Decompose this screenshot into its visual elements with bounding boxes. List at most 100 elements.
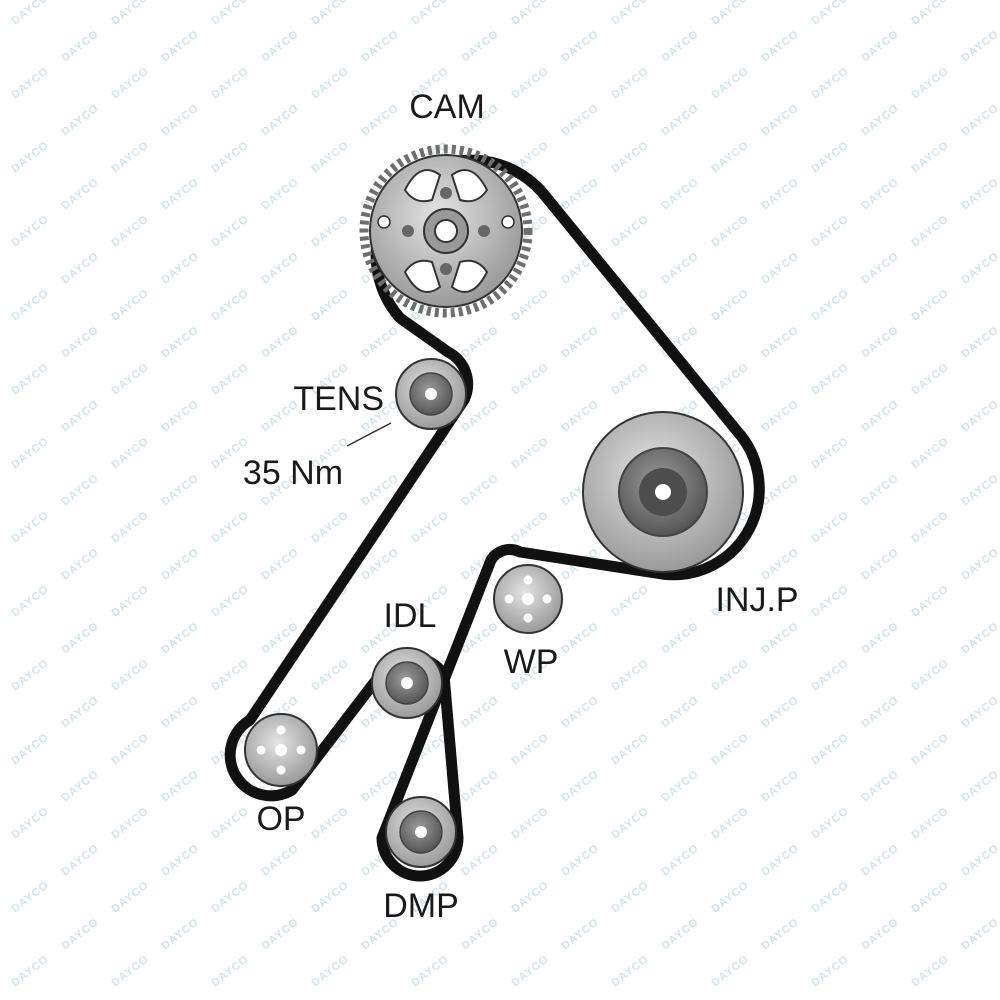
watermark-text: DAYCO <box>809 805 851 841</box>
watermark-text: DAYCO <box>9 657 51 693</box>
watermark-text: DAYCO <box>109 213 151 249</box>
watermark-text: DAYCO <box>659 176 701 212</box>
watermark-text: DAYCO <box>859 250 901 286</box>
watermark-text: DAYCO <box>959 324 1000 360</box>
watermark-text: DAYCO <box>909 65 951 101</box>
watermark-text: DAYCO <box>409 509 451 545</box>
oil-pump-label: OP <box>256 800 305 838</box>
watermark-text: DAYCO <box>209 953 251 989</box>
idler-label: IDL <box>384 597 437 635</box>
watermark-text: DAYCO <box>159 102 201 138</box>
watermark-text: DAYCO <box>759 694 801 730</box>
watermark-text: DAYCO <box>159 620 201 656</box>
watermark-text: DAYCO <box>109 879 151 915</box>
watermark-text: DAYCO <box>559 324 601 360</box>
watermark-text: DAYCO <box>909 361 951 397</box>
watermark-text: DAYCO <box>59 176 101 212</box>
watermark-text: DAYCO <box>259 546 301 582</box>
watermark-text: DAYCO <box>159 472 201 508</box>
watermark-text: DAYCO <box>909 805 951 841</box>
watermark-text: DAYCO <box>759 620 801 656</box>
watermark-text: DAYCO <box>809 139 851 175</box>
watermark-text: DAYCO <box>509 287 551 323</box>
watermark-text: DAYCO <box>59 324 101 360</box>
watermark-text: DAYCO <box>859 324 901 360</box>
watermark-text: DAYCO <box>559 28 601 64</box>
watermark-text: DAYCO <box>209 139 251 175</box>
watermark-text: DAYCO <box>759 398 801 434</box>
watermark-text: DAYCO <box>959 916 1000 952</box>
watermark-text: DAYCO <box>159 324 201 360</box>
watermark-text: DAYCO <box>509 435 551 471</box>
watermark-text: DAYCO <box>309 139 351 175</box>
watermark-text: DAYCO <box>609 139 651 175</box>
watermark-text: DAYCO <box>709 139 751 175</box>
watermark-text: DAYCO <box>9 0 51 27</box>
cam-sprocket <box>359 144 533 318</box>
watermark-text: DAYCO <box>909 435 951 471</box>
watermark-text: DAYCO <box>909 139 951 175</box>
watermark-text: DAYCO <box>559 916 601 952</box>
watermark-text: DAYCO <box>159 546 201 582</box>
watermark-text: DAYCO <box>109 953 151 989</box>
watermark-text: DAYCO <box>259 250 301 286</box>
watermark-text: DAYCO <box>109 139 151 175</box>
cam-label: CAM <box>409 88 485 126</box>
watermark-text: DAYCO <box>309 953 351 989</box>
watermark-text: DAYCO <box>859 694 901 730</box>
watermark-text: DAYCO <box>509 731 551 767</box>
watermark-text: DAYCO <box>909 0 951 27</box>
watermark-text: DAYCO <box>59 768 101 804</box>
watermark-text: DAYCO <box>759 28 801 64</box>
watermark-text: DAYCO <box>709 65 751 101</box>
watermark-text: DAYCO <box>559 176 601 212</box>
watermark-text: DAYCO <box>209 0 251 27</box>
watermark-text: DAYCO <box>809 879 851 915</box>
watermark-text: DAYCO <box>59 398 101 434</box>
watermark-text: DAYCO <box>259 842 301 878</box>
watermark-text: DAYCO <box>259 102 301 138</box>
watermark-text: DAYCO <box>209 657 251 693</box>
watermark-text: DAYCO <box>559 620 601 656</box>
injection-pump-pulley <box>582 411 744 573</box>
watermark-text: DAYCO <box>309 805 351 841</box>
watermark-text: DAYCO <box>909 287 951 323</box>
watermark-text: DAYCO <box>859 842 901 878</box>
watermark-text: DAYCO <box>459 842 501 878</box>
watermark-text: DAYCO <box>209 361 251 397</box>
watermark-text: DAYCO <box>809 731 851 767</box>
idler-pulley <box>371 647 443 719</box>
watermark-text: DAYCO <box>659 102 701 138</box>
watermark-text: DAYCO <box>109 583 151 619</box>
watermark-text: DAYCO <box>59 28 101 64</box>
watermark-text: DAYCO <box>309 213 351 249</box>
watermark-text: DAYCO <box>709 731 751 767</box>
watermark-text: DAYCO <box>509 805 551 841</box>
watermark-text: DAYCO <box>9 731 51 767</box>
watermark-text: DAYCO <box>559 398 601 434</box>
watermark-text: DAYCO <box>9 65 51 101</box>
watermark-text: DAYCO <box>109 361 151 397</box>
watermark-text: DAYCO <box>159 694 201 730</box>
watermark-text: DAYCO <box>809 213 851 249</box>
watermark-text: DAYCO <box>609 657 651 693</box>
watermark-text: DAYCO <box>409 0 451 27</box>
watermark-text: DAYCO <box>659 694 701 730</box>
watermark-text: DAYCO <box>59 546 101 582</box>
watermark-text: DAYCO <box>109 805 151 841</box>
damper-label: DMP <box>383 887 459 925</box>
watermark-text: DAYCO <box>59 916 101 952</box>
watermark-text: DAYCO <box>9 139 51 175</box>
watermark-text: DAYCO <box>459 324 501 360</box>
torque-leader-line <box>346 422 392 447</box>
watermark-text: DAYCO <box>259 916 301 952</box>
watermark-text: DAYCO <box>59 842 101 878</box>
watermark-text: DAYCO <box>709 879 751 915</box>
watermark-text: DAYCO <box>359 324 401 360</box>
watermark-text: DAYCO <box>659 768 701 804</box>
watermark-text: DAYCO <box>709 213 751 249</box>
watermark-text: DAYCO <box>609 0 651 27</box>
watermark-text: DAYCO <box>209 879 251 915</box>
watermark-text: DAYCO <box>159 916 201 952</box>
watermark-text: DAYCO <box>759 250 801 286</box>
